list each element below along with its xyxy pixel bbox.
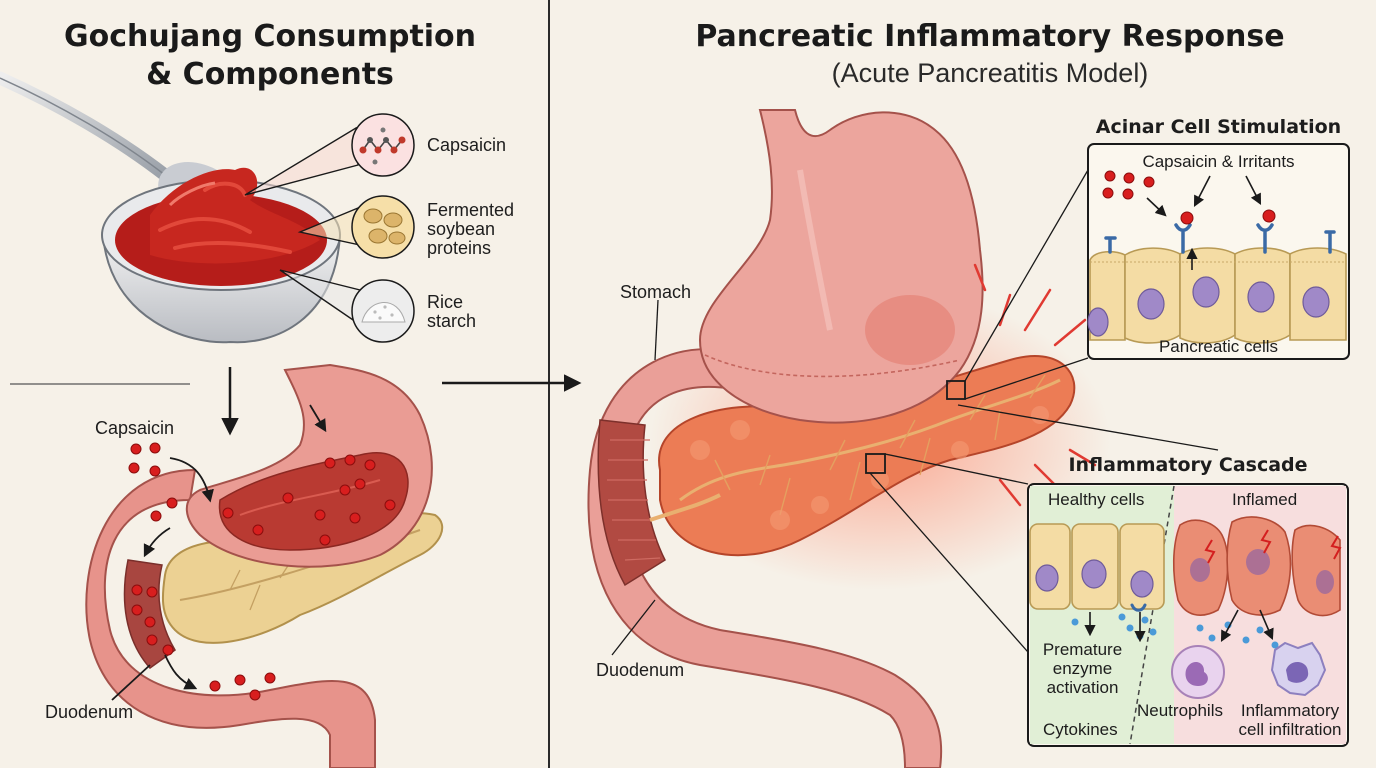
left-title-line2: & Components <box>146 57 394 92</box>
component-label-soybean-3: proteins <box>427 238 492 258</box>
left-capsaicin-label: Capsaicin <box>95 418 175 438</box>
neutrophil-icon <box>1171 645 1225 699</box>
irritants-label: Capsaicin & Irritants <box>1142 152 1295 171</box>
pancreatic-cells-label: Pancreatic cells <box>1158 337 1279 356</box>
left-title-line1: Gochujang Consumption <box>63 19 477 54</box>
cascade-inset <box>1027 483 1349 747</box>
soybean-icon <box>351 195 415 259</box>
cytokines-label: Cytokines <box>1043 720 1118 739</box>
inflamed-label: Inflamed <box>1232 490 1298 509</box>
stomach-label: Stomach <box>620 282 692 302</box>
enzyme-label-3: activation <box>1046 678 1119 697</box>
rice-starch-icon <box>351 279 415 343</box>
gochujang-bowl-icon <box>101 167 342 344</box>
component-label-rice-2: starch <box>427 311 477 331</box>
right-duodenum <box>587 348 943 768</box>
infiltration-label-1: Inflammatory <box>1240 701 1340 720</box>
component-label-rice-1: Rice <box>427 292 464 312</box>
right-stomach <box>698 109 984 424</box>
component-label-soybean-2: soybean <box>427 219 496 239</box>
right-title: Pancreatic Inflammatory Response <box>695 19 1285 54</box>
healthy-cells-label: Healthy cells <box>1048 490 1145 509</box>
right-subtitle: (Acute Pancreatitis Model) <box>831 58 1149 88</box>
infiltration-label-2: cell infiltration <box>1238 720 1342 739</box>
cascade-title: Inflammatory Cascade <box>1068 454 1308 476</box>
capsaicin-droplets <box>128 442 396 701</box>
enzyme-label-2: enzyme <box>1052 659 1113 678</box>
component-label-capsaicin: Capsaicin <box>427 135 507 155</box>
left-duodenum-label: Duodenum <box>45 702 134 722</box>
component-label-soybean-1: Fermented <box>427 200 515 220</box>
right-duodenum-label: Duodenum <box>596 660 685 680</box>
acinar-title: Acinar Cell Stimulation <box>1095 116 1342 138</box>
enzyme-label-1: Premature <box>1042 640 1123 659</box>
neutrophils-label: Neutrophils <box>1137 701 1223 720</box>
capsaicin-molecule-icon <box>351 113 415 177</box>
inflammation-rays <box>973 263 1097 507</box>
left-stomach <box>185 363 433 568</box>
acinar-inset <box>1087 143 1350 360</box>
inflammatory-cell-icon <box>1270 641 1327 697</box>
